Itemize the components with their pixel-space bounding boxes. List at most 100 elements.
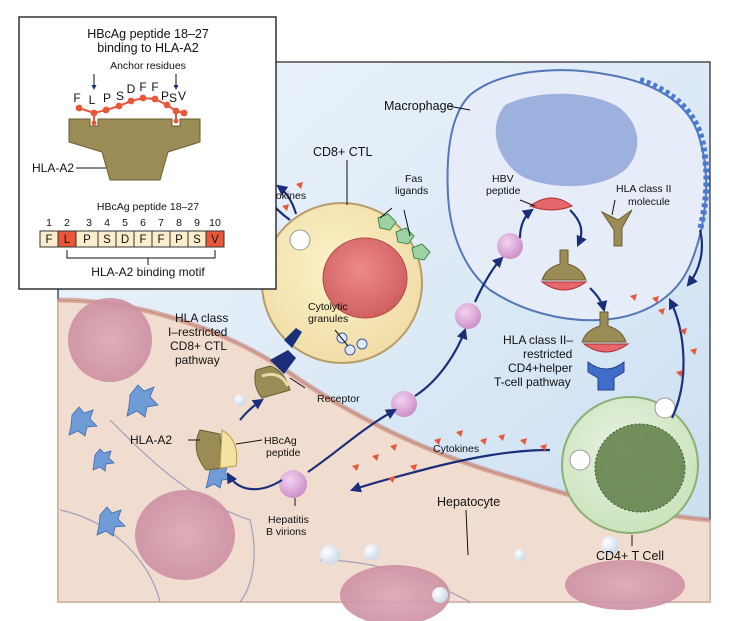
sequence-residue: F [45, 234, 52, 246]
hbcag-peptide-label-2: peptide [266, 447, 301, 459]
vesicle [601, 536, 619, 554]
hepatitis-b-virions-label-2: B virions [266, 526, 306, 538]
macrophage-nucleus [495, 93, 638, 187]
vesicle [364, 544, 380, 560]
receptor-label: Receptor [317, 393, 360, 405]
cytokine-vesicle [654, 397, 676, 419]
hbv-peptide-label-2: peptide [486, 185, 521, 197]
peptide-letter: P [161, 89, 169, 103]
cytolytic-granules-label-1: Cytolytic [308, 301, 348, 313]
hla-class-ii-tcr-complex [581, 311, 630, 391]
position-number: 8 [176, 217, 182, 229]
peptide-letter: S [169, 91, 177, 105]
peptide-letter: F [151, 80, 158, 94]
hla-a2-inset-molecule [68, 118, 201, 181]
peptide-letter: S [116, 89, 124, 103]
position-number: 5 [122, 217, 128, 229]
position-number: 4 [104, 217, 110, 229]
fas-ligands-label-2: ligands [395, 185, 428, 197]
sequence-residue: L [64, 234, 71, 246]
sequence-residue: F [157, 234, 164, 246]
vesicle [514, 549, 526, 561]
binding-motif-label: HLA-A2 binding motif [91, 265, 205, 279]
hepatocyte-nucleus [68, 298, 152, 382]
leader-lines [188, 105, 633, 556]
cd8-ctl-label: CD8+ CTL [313, 145, 372, 159]
sequence-residue: V [211, 234, 219, 246]
sequence-title: HBcAg peptide 18–27 [97, 201, 199, 213]
hepatocyte-nucleus [565, 560, 685, 610]
sequence-residue: P [175, 234, 183, 246]
sequence-residue: S [103, 234, 111, 246]
cytokine-particles [262, 182, 697, 483]
hla-class-ii-label-2: molecule [628, 196, 670, 208]
hbv-peptide-label-1: HBV [492, 173, 514, 185]
cytolytic-granules-label-2: granules [308, 313, 348, 325]
cytokine-vesicle [569, 449, 591, 471]
motif-bracket [66, 250, 216, 259]
vesicle [432, 587, 448, 603]
hla-class-ii-molecule [600, 209, 633, 247]
ctl-receptor-complex [254, 328, 302, 399]
class-ii-pathway-label-4: T-cell pathway [494, 375, 571, 389]
peptide-chain [75, 94, 188, 126]
position-number: 9 [194, 217, 200, 229]
sequence-residue: S [193, 234, 201, 246]
hepatocyte-nucleus [340, 565, 450, 621]
inset-title-line2: binding to HLA-A2 [97, 41, 199, 55]
cd4-t-cell-label: CD4+ T Cell [596, 549, 664, 563]
class-ii-pathway-label-3: CD4+helper [508, 361, 572, 375]
hla-class-ii-label-1: HLA class II [616, 183, 671, 195]
pathway-arrows [226, 166, 704, 493]
class-ii-pathway-label-2: restricted [523, 347, 572, 361]
macrophage-label: Macrophage [384, 99, 454, 113]
sequence-boxes [39, 230, 225, 248]
position-number: 6 [140, 217, 146, 229]
inset-panel: HBcAg peptide 18–27 binding to HLA-A2 An… [18, 16, 277, 290]
peptide-letter: D [127, 82, 136, 96]
anchor-residues-label: Anchor residues [110, 60, 186, 72]
hepatitis-b-virion [391, 391, 417, 417]
hbv-peptide [528, 197, 573, 211]
class-ii-pathway-label-1: HLA class II– [503, 333, 573, 347]
position-numbers: 1 2 3 4 5 6 7 8 9 10 [46, 217, 221, 229]
position-number: 3 [86, 217, 92, 229]
hepatitis-b-virion [455, 303, 481, 329]
peptide-letter: L [89, 93, 96, 107]
vesicle [234, 394, 246, 406]
peptide-letter: F [139, 80, 146, 94]
t-cell-nucleus [594, 423, 686, 513]
peptide-letter: P [103, 91, 111, 105]
class-i-pathway-label-4: pathway [175, 353, 220, 367]
position-number: 7 [158, 217, 164, 229]
sequence-residue: D [121, 234, 129, 246]
cell-boundary [109, 419, 255, 603]
position-number: 2 [64, 217, 70, 229]
class-i-pathway-label-2: I–restricted [168, 325, 227, 339]
position-number: 1 [46, 217, 52, 229]
sequence-residue: F [139, 234, 146, 246]
cytolytic-granule [356, 338, 368, 350]
hbcag-peptide-label-1: HBcAg [264, 435, 297, 447]
fas-ligands-label-1: Fas [405, 173, 423, 185]
vesicle [320, 545, 340, 565]
peptide-letters: F L P S D F F P S V [73, 80, 186, 107]
hepatocyte-label: Hepatocyte [437, 495, 500, 509]
hepatitis-b-virions-label-1: Hepatitis [268, 514, 309, 526]
class-i-pathway-label-1: HLA class [175, 311, 228, 325]
inset-title-line1: HBcAg peptide 18–27 [87, 27, 209, 41]
hla-a2-scene-label: HLA-A2 [130, 433, 172, 447]
macrophage-ruffle [639, 77, 710, 231]
cytolytic-granule [344, 344, 356, 356]
peptide-letter: F [73, 91, 80, 105]
peptide-letter: V [178, 89, 186, 103]
cytokine-vesicle [289, 229, 311, 251]
ctl-nucleus [322, 237, 408, 319]
hepatocyte-nucleus [135, 490, 235, 580]
hla-a2-peptide-complex [195, 429, 238, 471]
cytokines-mid-label: Cytokines [433, 443, 479, 455]
position-number: 10 [209, 217, 221, 229]
hepatitis-b-virion [279, 470, 307, 498]
cell-boundary [59, 509, 161, 603]
